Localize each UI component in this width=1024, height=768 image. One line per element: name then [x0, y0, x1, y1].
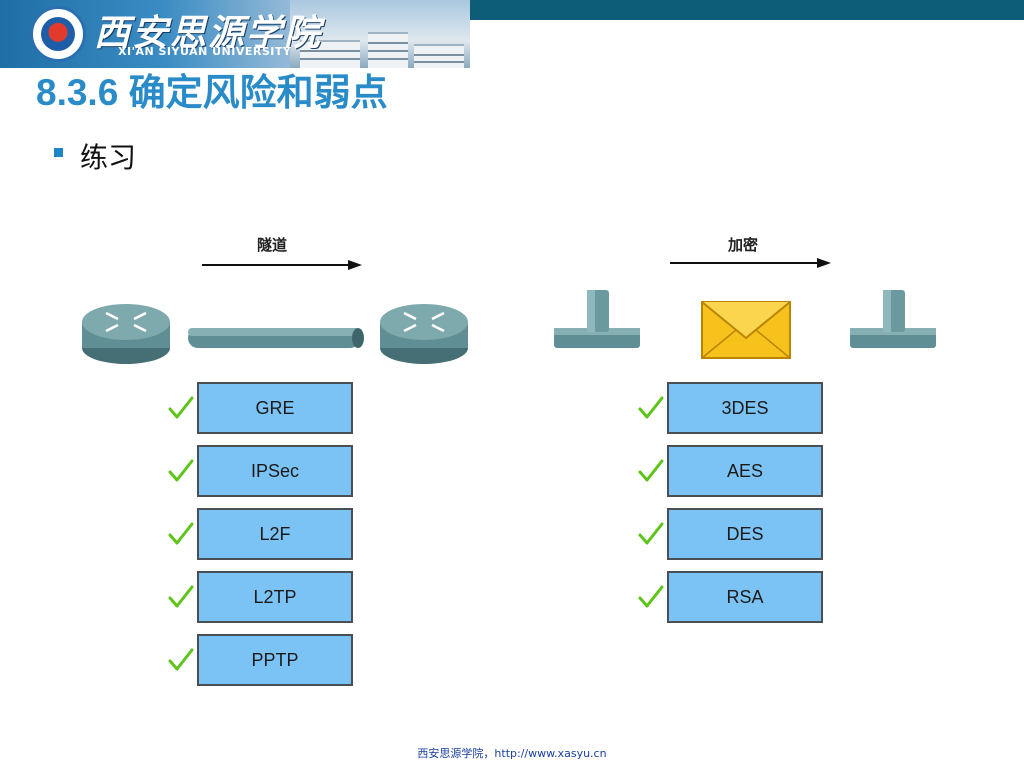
- slide-title: 8.3.6 确定风险和弱点: [36, 72, 388, 113]
- tunnel-item: L2F: [197, 508, 353, 560]
- checkmark-icon: [638, 396, 664, 419]
- brand-name-en: XI'AN SIYUAN UNIVERSITY: [118, 45, 292, 58]
- encryption-arrow-icon: [670, 258, 831, 268]
- university-banner: 西安思源学院 XI'AN SIYUAN UNIVERSITY: [0, 0, 470, 68]
- tunnel-item: GRE: [197, 382, 353, 434]
- university-logo: [30, 6, 86, 62]
- tunnel-item: PPTP: [197, 634, 353, 686]
- checkmark-icon: [168, 648, 194, 671]
- checkmark-icon: [168, 459, 194, 482]
- checkmark-icon: [168, 396, 194, 419]
- encryption-item: AES: [667, 445, 823, 497]
- encryption-item: RSA: [667, 571, 823, 623]
- router-icon: [380, 304, 468, 364]
- tunnel-pipe: [188, 328, 364, 348]
- encryption-caption: 加密: [728, 236, 759, 254]
- checkmark-icon: [168, 522, 194, 545]
- checkmark-icon: [638, 522, 664, 545]
- bullet-text: 练习: [80, 141, 137, 174]
- pipe-endpoint-icon: [554, 290, 640, 348]
- footer-text: 西安思源学院，http://www.xasyu.cn: [417, 747, 607, 760]
- encryption-item: 3DES: [667, 382, 823, 434]
- brand-name-cn: 西安思源学院: [94, 12, 323, 54]
- campus-photo: [290, 0, 470, 68]
- header-bar: [470, 0, 1024, 20]
- tunnel-arrow-icon: [202, 260, 362, 270]
- router-icon: [82, 304, 170, 364]
- pipe-endpoint-icon: [850, 290, 936, 348]
- tunnel-item: IPSec: [197, 445, 353, 497]
- checkmark-icon: [168, 585, 194, 608]
- checkmark-icon: [638, 459, 664, 482]
- tunnel-item: L2TP: [197, 571, 353, 623]
- envelope-icon: [701, 301, 791, 359]
- bullet-marker: [54, 148, 63, 157]
- checkmark-icon: [638, 585, 664, 608]
- tunnel-caption: 隧道: [257, 236, 288, 254]
- encryption-item: DES: [667, 508, 823, 560]
